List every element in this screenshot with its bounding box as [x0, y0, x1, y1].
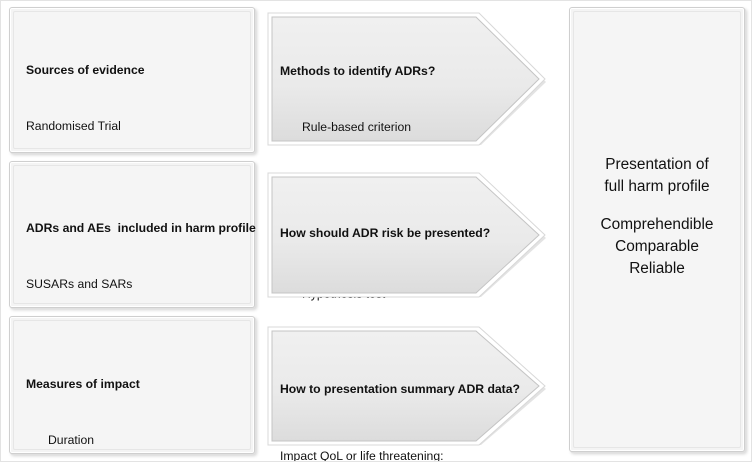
arrow-methods-to-identify-adrs: Methods to identify ADRs? Rule-based cri…	[266, 9, 548, 357]
box-line: SUSARs and SARs	[26, 276, 133, 291]
arrow-line: Rule-based criterion	[302, 119, 412, 134]
panel-line: full harm profile	[604, 178, 710, 195]
panel-text-group-2: Comprehendible Comparable Reliable	[574, 214, 740, 280]
arrow-how-should-adr-risk-be-presented: How should ADR risk be presented? Common…	[266, 169, 548, 461]
arrow-line-spacer	[280, 280, 538, 299]
box-line: Measures of impact	[26, 377, 140, 392]
arrow-how-to-presentation-summary-adr-data: How to presentation summary ADR data? De…	[266, 323, 548, 449]
box-measures-of-impact: Measures of impact Duration Severity Rec…	[9, 316, 255, 454]
box-measures-of-impact-inner: Measures of impact Duration Severity Rec…	[13, 320, 251, 450]
box-adrs-and-aes-harm-profile: ADRs and AEs included in harm profile SU…	[9, 161, 256, 458]
box-line: ADRs and AEs included in harm profile	[26, 221, 256, 236]
panel-line: Presentation of	[605, 156, 709, 173]
arrow-methods-to-identify-adrs-content: Methods to identify ADRs? Rule-based cri…	[266, 9, 548, 357]
panel-line: Comprehendible	[600, 216, 714, 233]
arrow-line: How to presentation summary ADR data?	[280, 382, 520, 397]
panel-presentation-of-full-harm-profile: Presentation of full harm profile Compre…	[569, 7, 745, 452]
box-measures-of-impact-content: Measures of impact Duration Severity Rec…	[14, 321, 250, 449]
box-line: Randomised Trial	[26, 118, 121, 133]
arrow-how-should-adr-risk-be-presented-shape	[267, 172, 546, 298]
panel-line: Reliable	[629, 260, 685, 277]
box-adrs-and-aes-harm-profile-content: ADRs and AEs included in harm profile SU…	[14, 166, 256, 458]
box-sources-of-evidence-content: Sources of evidence Randomised Trial Obs…	[14, 12, 250, 412]
arrow-how-should-adr-risk-be-presented-content: How should ADR risk be presented? Common…	[266, 169, 548, 461]
box-line: Duration	[48, 432, 95, 447]
arrow-line: Methods to identify ADRs?	[280, 64, 436, 79]
arrow-line: Impact QoL or life threatening:	[280, 449, 444, 462]
panel-text-group-1: Presentation of full harm profile	[574, 154, 740, 198]
box-sources-of-evidence-inner: Sources of evidence Randomised Trial Obs…	[13, 11, 251, 412]
box-sources-of-evidence: Sources of evidence Randomised Trial Obs…	[9, 7, 255, 412]
box-line: Sources of evidence	[26, 63, 145, 78]
box-adrs-and-aes-harm-profile-inner: ADRs and AEs included in harm profile SU…	[13, 165, 256, 458]
panel-line: Comparable	[615, 238, 699, 255]
arrow-line-spacer	[280, 436, 538, 455]
panel-presentation-of-full-harm-profile-inner: Presentation of full harm profile Compre…	[573, 11, 741, 448]
arrow-line: How should ADR risk be presented?	[280, 226, 491, 241]
arrow-how-to-presentation-summary-adr-data-content: How to presentation summary ADR data? De…	[266, 323, 548, 449]
arrow-how-to-presentation-summary-adr-data-shape	[267, 326, 546, 446]
panel-presentation-text: Presentation of full harm profile Compre…	[574, 154, 740, 280]
arrow-methods-to-identify-adrs-shape	[267, 12, 546, 146]
